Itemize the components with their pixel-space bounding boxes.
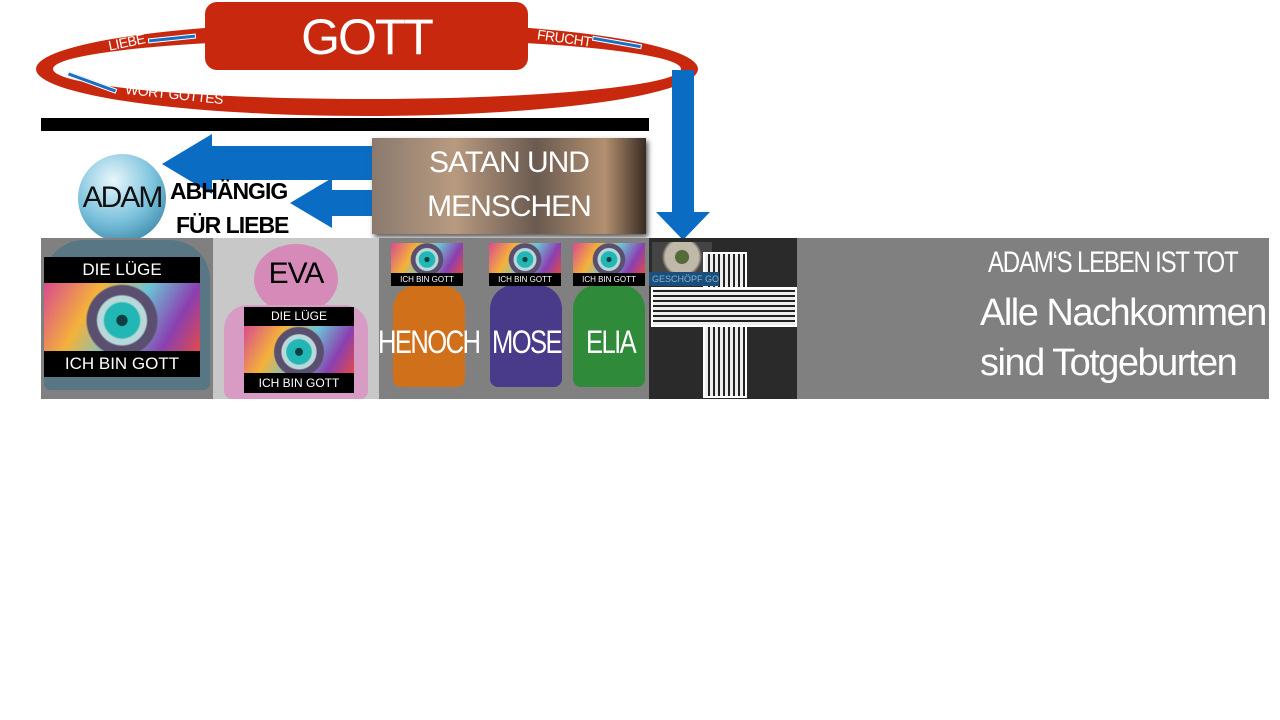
eye-image bbox=[489, 243, 561, 273]
henoch-figure bbox=[393, 285, 465, 387]
descendants-label-1: Alle Nachkommen bbox=[980, 292, 1267, 334]
down-arrow-icon bbox=[656, 212, 710, 240]
satan-and-people-image: SATAN UND MENSCHEN bbox=[372, 138, 646, 234]
elia-figure bbox=[573, 285, 645, 387]
big-left-arrow-shaft bbox=[210, 146, 380, 180]
descendants-label-2: sind Totgeburten bbox=[980, 342, 1238, 384]
henoch-caption: ICH BIN GOTT bbox=[391, 273, 463, 286]
god-box: GOTT bbox=[205, 2, 528, 70]
eye-image bbox=[652, 242, 712, 272]
eva-lie-label: DIE LÜGE bbox=[244, 307, 354, 326]
big-left-arrow-icon bbox=[162, 134, 212, 194]
adam-dead-label: ADAM‘S LEBEN IST TOT bbox=[988, 246, 1239, 279]
eva-iam-label: ICH BIN GOTT bbox=[244, 373, 354, 393]
eye-image bbox=[573, 243, 645, 273]
dependent-label-2: FÜR LIEBE bbox=[176, 212, 289, 238]
eye-image bbox=[391, 243, 463, 273]
eye-image bbox=[244, 326, 354, 373]
small-left-arrow-icon bbox=[290, 178, 332, 228]
creature-caption: GESCHÖPF GO bbox=[649, 272, 719, 286]
adam-lie-label: DIE LÜGE bbox=[44, 257, 200, 283]
adam-iam-label: ICH BIN GOTT bbox=[44, 351, 200, 377]
eva-label: EVA bbox=[268, 257, 325, 290]
adam-sphere: ADAM bbox=[78, 154, 166, 242]
mose-label: MOSE bbox=[492, 324, 563, 360]
elia-label: ELIA bbox=[586, 324, 637, 360]
small-left-arrow-shaft bbox=[330, 190, 380, 216]
separator-bar bbox=[41, 118, 649, 131]
adam-label: ADAM bbox=[82, 181, 164, 214]
satan-label-1: SATAN UND bbox=[429, 146, 590, 179]
mose-caption: ICH BIN GOTT bbox=[489, 273, 561, 286]
mose-figure bbox=[490, 285, 562, 387]
satan-label-2: MENSCHEN bbox=[427, 190, 592, 223]
elia-caption: ICH BIN GOTT bbox=[573, 273, 645, 286]
dependent-label-1: ABHÄNGIG bbox=[170, 178, 288, 204]
henoch-label: HENOCH bbox=[378, 324, 481, 360]
eva-head: EVA bbox=[254, 244, 338, 314]
down-arrow-shaft bbox=[672, 70, 694, 215]
cross-icon-horizontal bbox=[651, 287, 797, 327]
eye-image bbox=[44, 283, 200, 351]
